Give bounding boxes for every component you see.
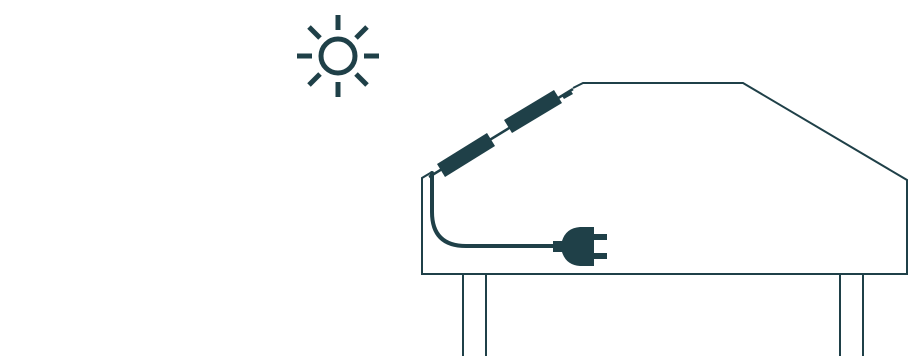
solar-panel-upper <box>504 90 562 133</box>
sun-ray-bottom-right <box>356 74 367 85</box>
plug-prong-bottom <box>594 253 607 259</box>
solar-panel-lower <box>437 133 495 177</box>
sun-core <box>321 39 355 73</box>
support-posts <box>463 274 863 356</box>
plug-prong-top <box>594 234 607 240</box>
plug-body <box>553 227 594 266</box>
roof-solar-panel-strips <box>437 90 573 177</box>
electric-plug-icon <box>553 227 607 266</box>
sun-ray-bottom-left <box>309 74 320 85</box>
sun-ray-top-left <box>309 27 320 38</box>
sun-ray-top-right <box>356 27 367 38</box>
sun-icon <box>297 15 379 97</box>
power-cable <box>432 173 556 246</box>
